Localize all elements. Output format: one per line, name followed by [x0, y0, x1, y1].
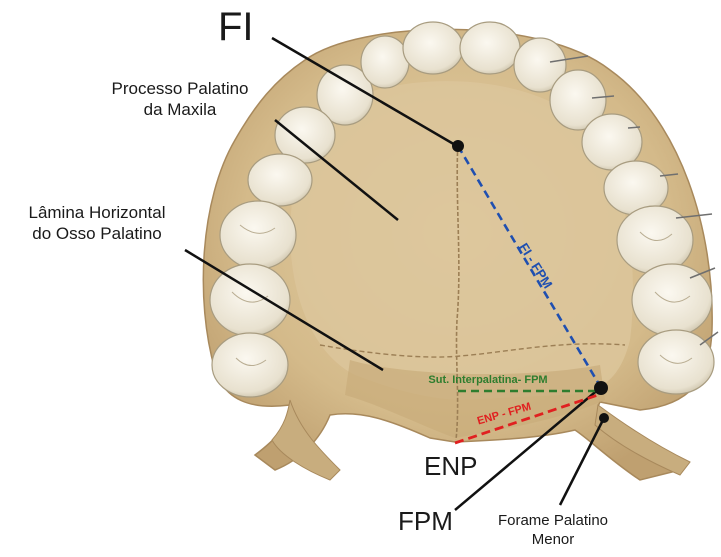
processo-palatino-line2: da Maxila — [90, 99, 270, 120]
forame-palatino-label: Forame Palatino Menor — [478, 512, 628, 550]
forame-palatino-line1: Forame Palatino — [478, 512, 628, 531]
lamina-horizontal-line1: Lâmina Horizontal — [2, 202, 192, 223]
enp-label: ENP — [424, 450, 477, 483]
fpm-label: FPM — [398, 505, 453, 538]
forame-palatino-line2: Menor — [478, 531, 628, 550]
processo-palatino-line1: Processo Palatino — [90, 78, 270, 99]
fi-label: FI — [218, 2, 254, 52]
sut-interpalatina-fpm-label: Sut. Interpalatina- FPM — [428, 374, 547, 386]
forame-palatino-point — [599, 413, 609, 423]
fpm-point — [594, 381, 608, 395]
lamina-horizontal-line2: do Osso Palatino — [2, 223, 192, 244]
lamina-horizontal-label: Lâmina Horizontal do Osso Palatino — [2, 202, 192, 245]
processo-palatino-label: Processo Palatino da Maxila — [90, 78, 270, 121]
fi-point — [452, 140, 464, 152]
